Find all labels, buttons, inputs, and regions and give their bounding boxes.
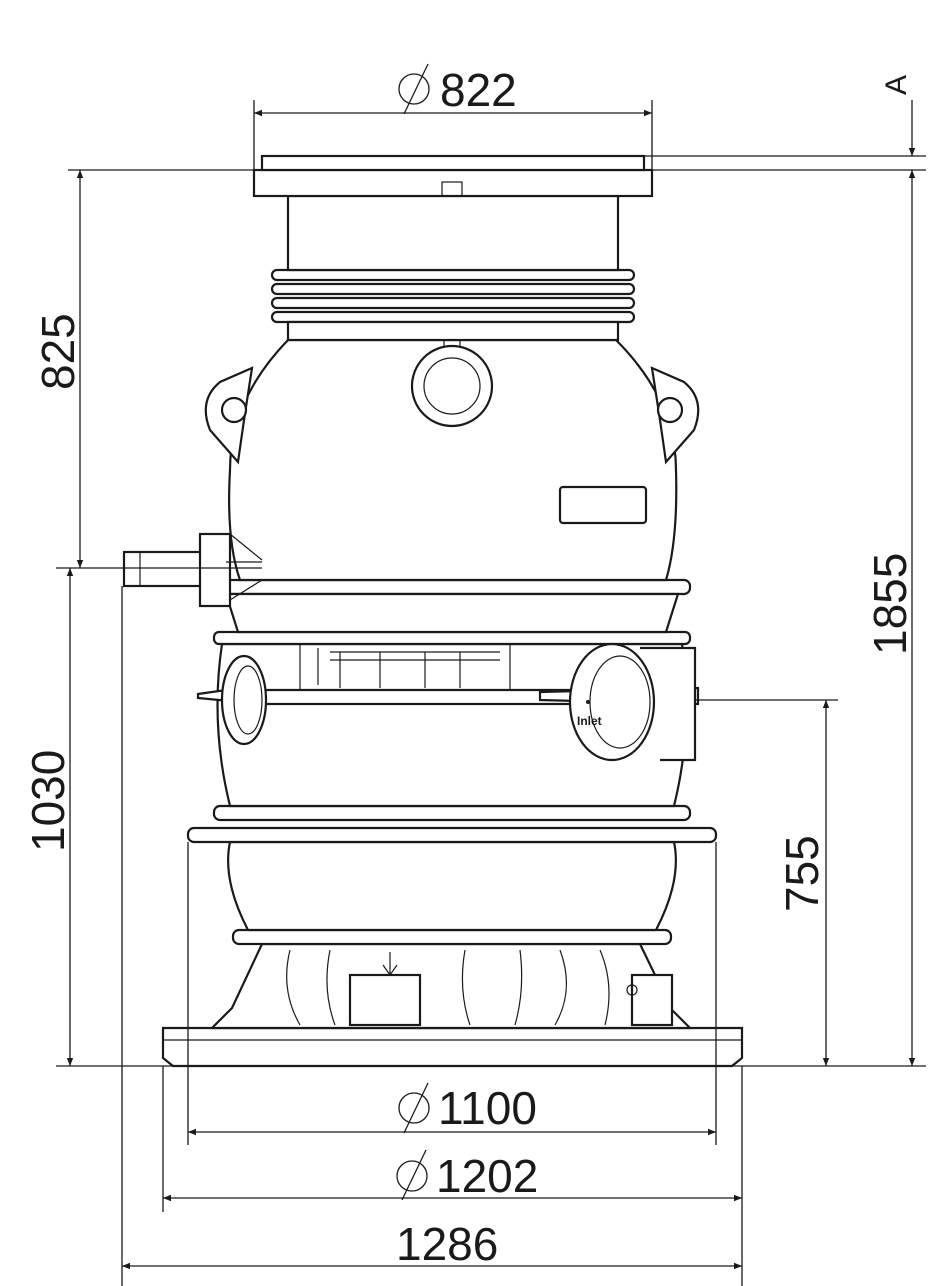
- side-connector: [122, 550, 204, 588]
- lid-collar: [252, 168, 654, 198]
- dimension-lines: [56, 63, 926, 1286]
- shaft: [286, 194, 620, 272]
- lower-dome: [227, 840, 677, 932]
- dim-1855: 1855: [864, 553, 916, 655]
- base-plate: [161, 1026, 744, 1068]
- diameter-symbol-822: [398, 63, 430, 115]
- lid: [260, 154, 646, 172]
- inlet-label: Inlet: [577, 714, 602, 728]
- dim-1202: 1202: [436, 1150, 538, 1202]
- lower-feet: [209, 942, 693, 1030]
- dim-1286: 1286: [396, 1218, 498, 1270]
- dim-1100: 1100: [438, 1082, 537, 1134]
- marker-a: A: [880, 75, 913, 95]
- diameter-symbol-1202: [396, 1149, 428, 1201]
- dim-1030: 1030: [22, 750, 74, 852]
- dim-825: 825: [32, 313, 84, 390]
- diameter-symbol-1100: [398, 1082, 430, 1134]
- dim-822: 822: [440, 64, 517, 116]
- dim-755: 755: [776, 835, 828, 912]
- tank-body: Inlet: [122, 154, 744, 1068]
